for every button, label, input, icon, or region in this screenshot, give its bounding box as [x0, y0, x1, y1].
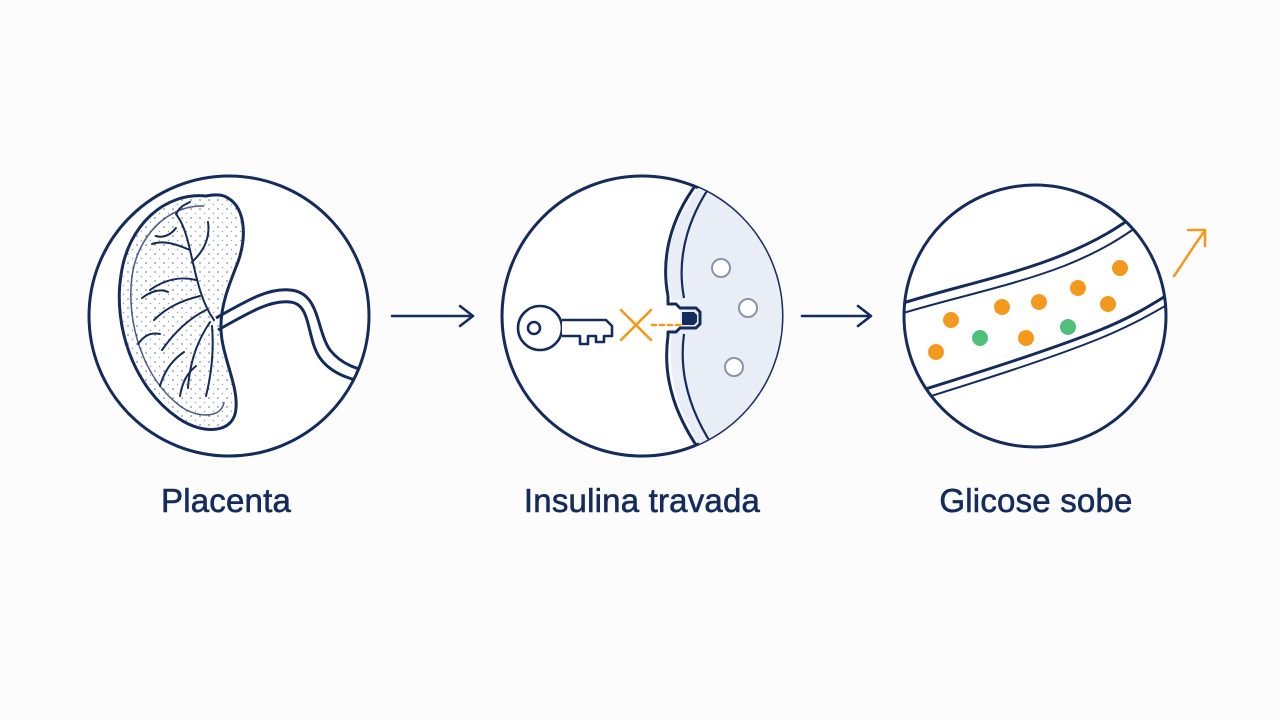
- blood-vessel-glucose-icon: [904, 210, 1166, 403]
- arrow-right-icon: [800, 304, 873, 328]
- key-icon: [516, 304, 614, 352]
- placenta-icon: [117, 193, 369, 431]
- arrow-right-icon: [390, 304, 475, 328]
- step-placenta: [87, 174, 371, 458]
- step-label-placenta: Placenta: [160, 482, 292, 520]
- glucose-frame-circle: [902, 183, 1168, 449]
- step-glucose-rises: [902, 183, 1207, 449]
- arrow-up-right-icon: [1172, 228, 1207, 278]
- step-insulin-blocked: [500, 174, 784, 458]
- glucose-particles: [928, 260, 1128, 360]
- blocked-x-icon: [619, 308, 682, 342]
- step-label-glucose-rises: Glicose sobe: [939, 482, 1133, 520]
- step-label-insulin-blocked: Insulina travada: [523, 482, 761, 520]
